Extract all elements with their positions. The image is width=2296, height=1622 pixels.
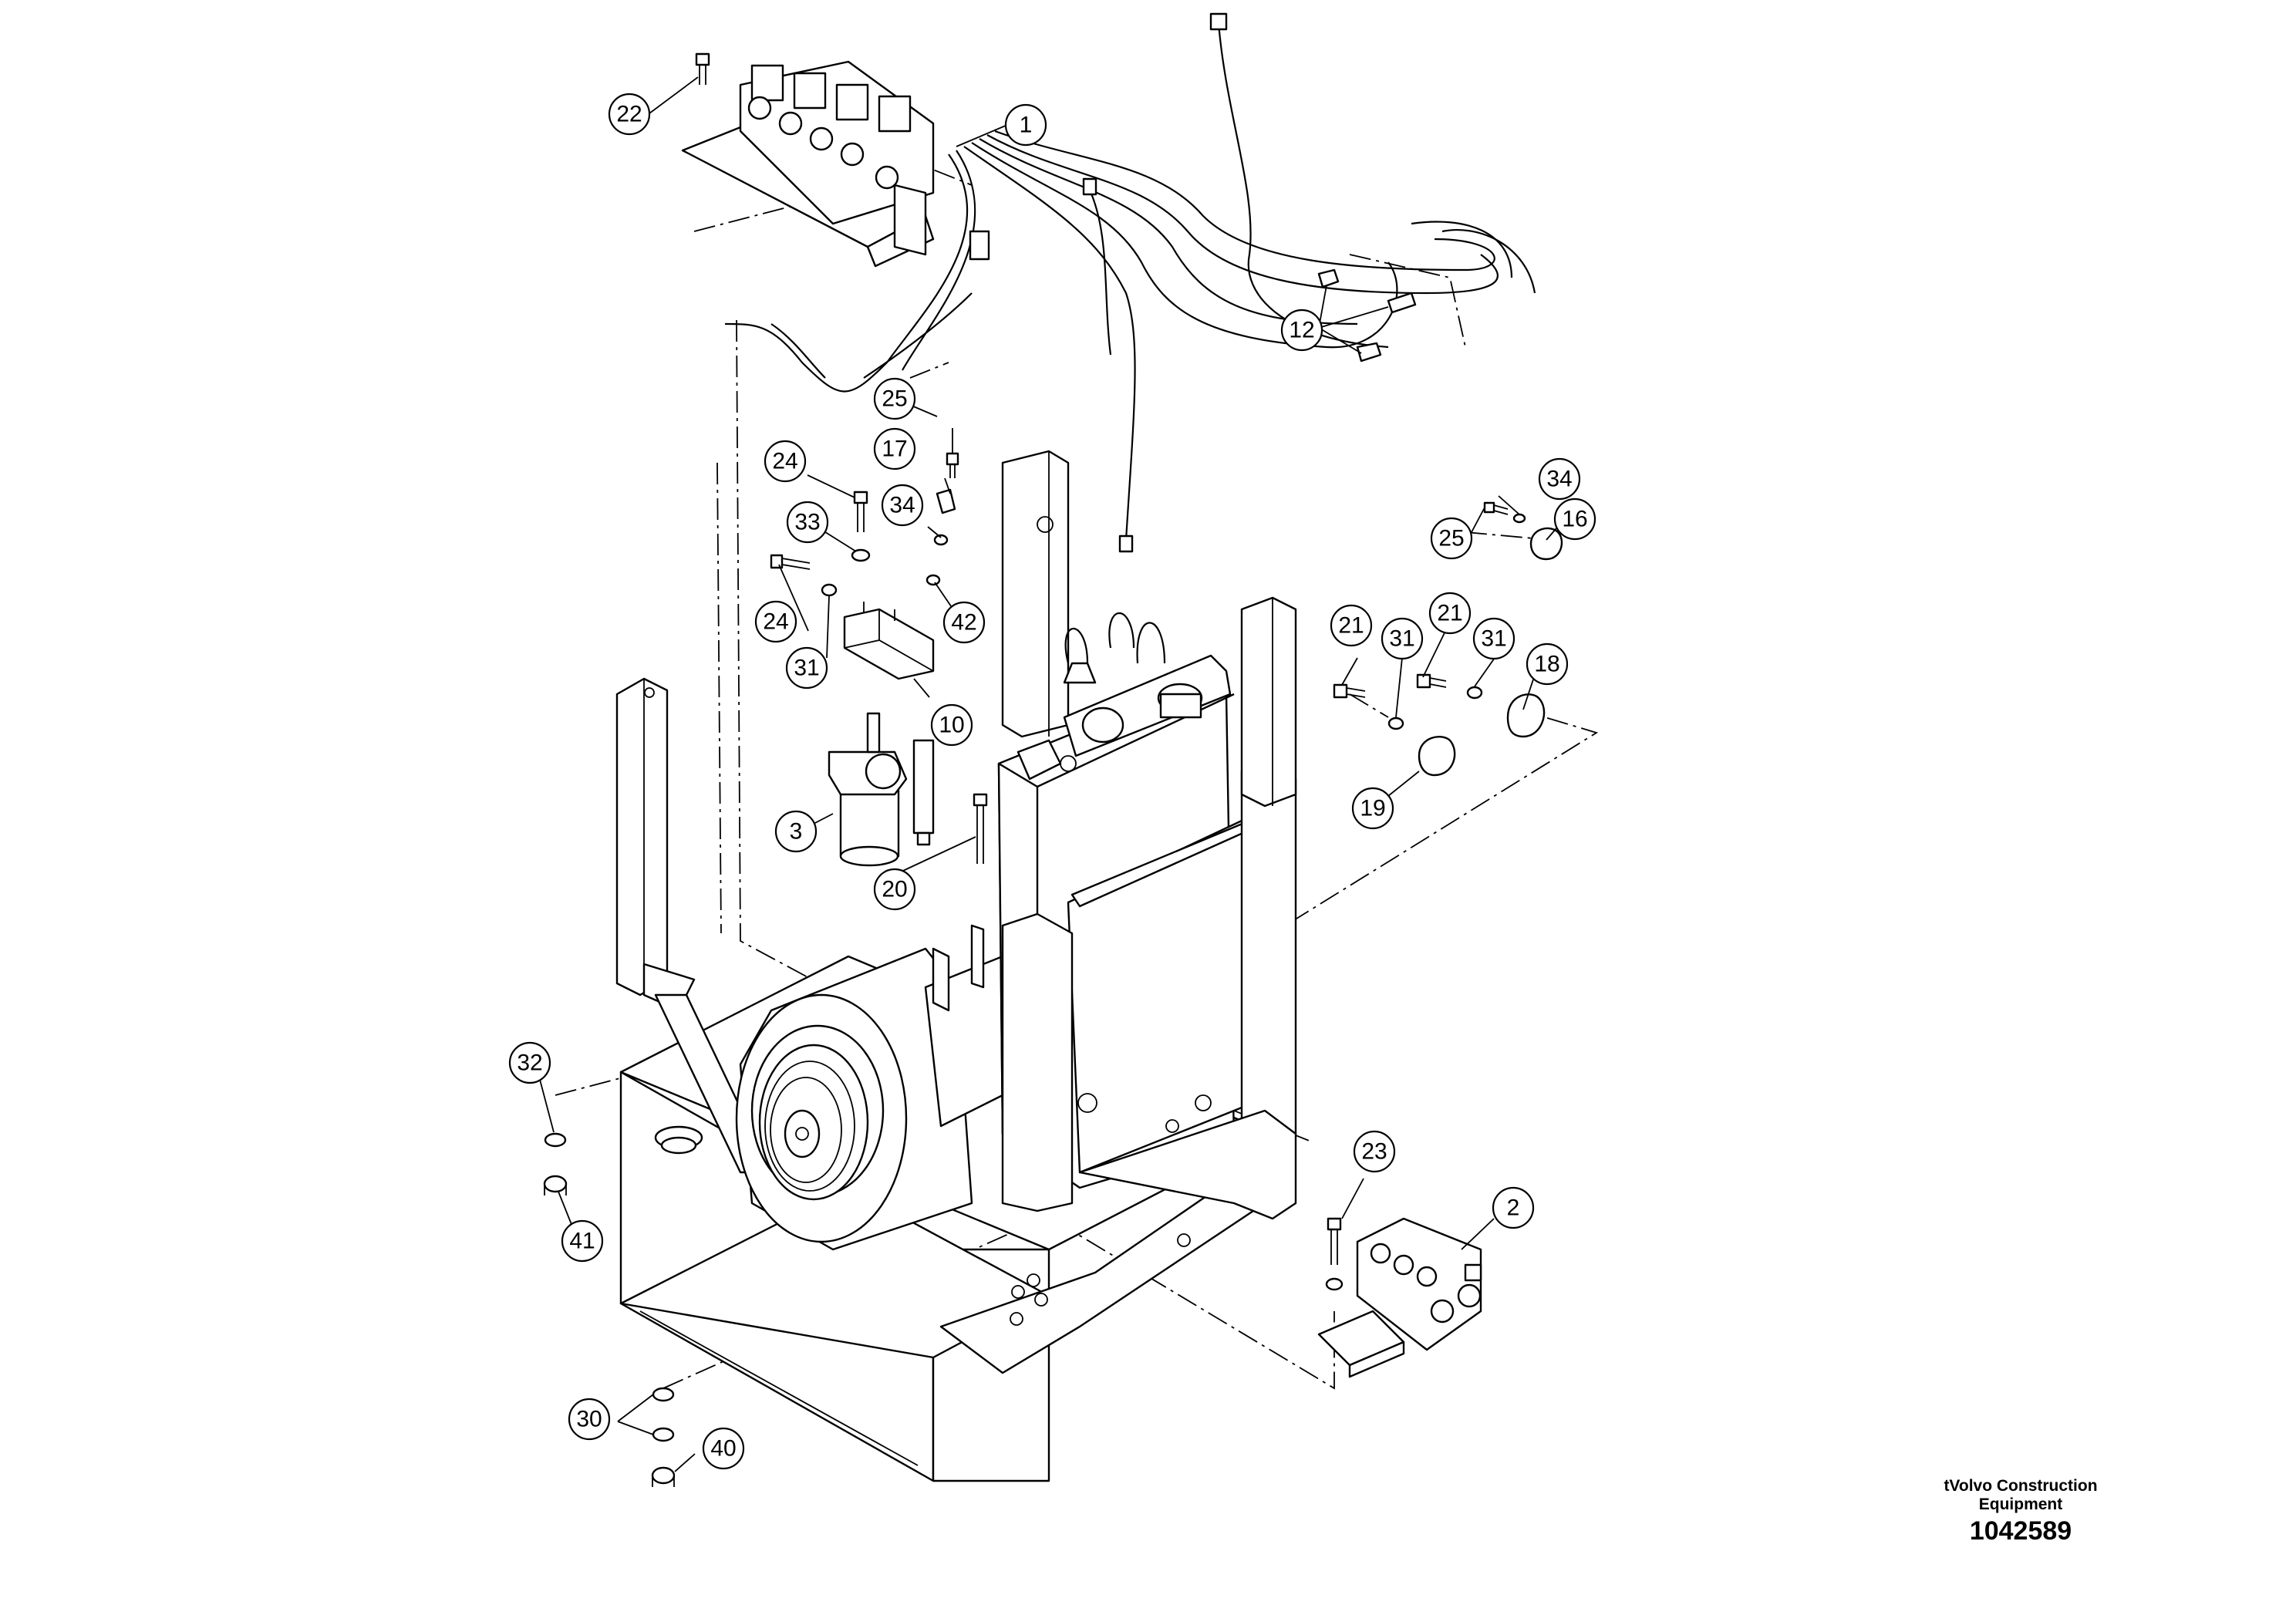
svg-text:41: 41 bbox=[569, 1229, 595, 1254]
company-name-line-2: Equipment bbox=[1978, 1496, 2063, 1513]
svg-text:34: 34 bbox=[1546, 467, 1572, 492]
svg-text:25: 25 bbox=[882, 386, 907, 412]
svg-text:16: 16 bbox=[1562, 507, 1587, 532]
svg-text:2: 2 bbox=[1507, 1195, 1520, 1221]
callout-30: 30 bbox=[568, 1398, 611, 1441]
svg-text:20: 20 bbox=[882, 877, 907, 902]
callout-18: 18 bbox=[1526, 642, 1569, 686]
callout-32: 32 bbox=[508, 1041, 551, 1084]
callout-25: 25 bbox=[873, 377, 916, 420]
svg-text:32: 32 bbox=[517, 1050, 542, 1076]
svg-text:30: 30 bbox=[576, 1407, 602, 1432]
callout-24: 24 bbox=[764, 440, 807, 483]
svg-text:24: 24 bbox=[772, 449, 797, 474]
svg-text:1: 1 bbox=[1020, 113, 1033, 138]
svg-text:3: 3 bbox=[790, 819, 803, 845]
valve-block-upper bbox=[681, 60, 935, 268]
callout-20: 20 bbox=[873, 868, 916, 911]
svg-text:17: 17 bbox=[882, 437, 907, 462]
callout-31: 31 bbox=[785, 646, 828, 690]
fasteners bbox=[543, 52, 1563, 1487]
callout-31: 31 bbox=[1472, 617, 1515, 660]
svg-text:24: 24 bbox=[763, 609, 788, 635]
callout-40: 40 bbox=[702, 1427, 745, 1470]
callout-41: 41 bbox=[561, 1219, 604, 1263]
svg-text:34: 34 bbox=[889, 493, 915, 518]
company-name-line-1: tVolvo Construction bbox=[1944, 1477, 2098, 1495]
callout-19: 19 bbox=[1351, 787, 1394, 830]
bracket bbox=[843, 602, 935, 680]
svg-text:22: 22 bbox=[616, 102, 642, 127]
oil-cooler bbox=[997, 450, 1297, 1220]
callout-42: 42 bbox=[942, 601, 986, 644]
svg-text:19: 19 bbox=[1360, 796, 1385, 821]
svg-text:21: 21 bbox=[1437, 601, 1462, 626]
svg-text:31: 31 bbox=[794, 656, 819, 681]
svg-text:33: 33 bbox=[794, 510, 820, 535]
callout-22: 22 bbox=[608, 93, 651, 136]
svg-text:12: 12 bbox=[1289, 318, 1314, 343]
callout-17: 17 bbox=[873, 427, 916, 470]
callout-21: 21 bbox=[1428, 592, 1472, 635]
callout-1: 1 bbox=[1004, 103, 1047, 147]
callout-21: 21 bbox=[1330, 604, 1373, 647]
filter bbox=[828, 712, 935, 867]
callout-31: 31 bbox=[1381, 617, 1424, 660]
callout-3: 3 bbox=[774, 810, 818, 853]
svg-text:42: 42 bbox=[951, 610, 976, 636]
callout-23: 23 bbox=[1353, 1130, 1396, 1173]
callout-12: 12 bbox=[1280, 309, 1323, 352]
callout-24: 24 bbox=[754, 600, 797, 643]
svg-text:25: 25 bbox=[1438, 526, 1464, 551]
callout-34: 34 bbox=[1538, 457, 1581, 501]
drawing-number: 1042589 bbox=[1969, 1516, 2072, 1546]
svg-text:40: 40 bbox=[710, 1436, 736, 1462]
hose-bundle bbox=[724, 12, 1536, 553]
svg-text:18: 18 bbox=[1534, 652, 1559, 677]
svg-text:31: 31 bbox=[1389, 626, 1414, 652]
callout-34: 34 bbox=[881, 484, 924, 527]
svg-text:10: 10 bbox=[939, 713, 964, 738]
valve-block-lower bbox=[1317, 1217, 1482, 1378]
callout-10: 10 bbox=[930, 703, 973, 747]
callout-2: 2 bbox=[1492, 1186, 1535, 1229]
callout-25: 25 bbox=[1430, 517, 1473, 560]
svg-text:21: 21 bbox=[1338, 613, 1364, 639]
svg-text:23: 23 bbox=[1361, 1139, 1387, 1165]
callout-33: 33 bbox=[786, 501, 829, 544]
svg-text:31: 31 bbox=[1481, 626, 1506, 652]
pump-drive bbox=[735, 924, 1020, 1251]
callout-16: 16 bbox=[1553, 497, 1596, 541]
